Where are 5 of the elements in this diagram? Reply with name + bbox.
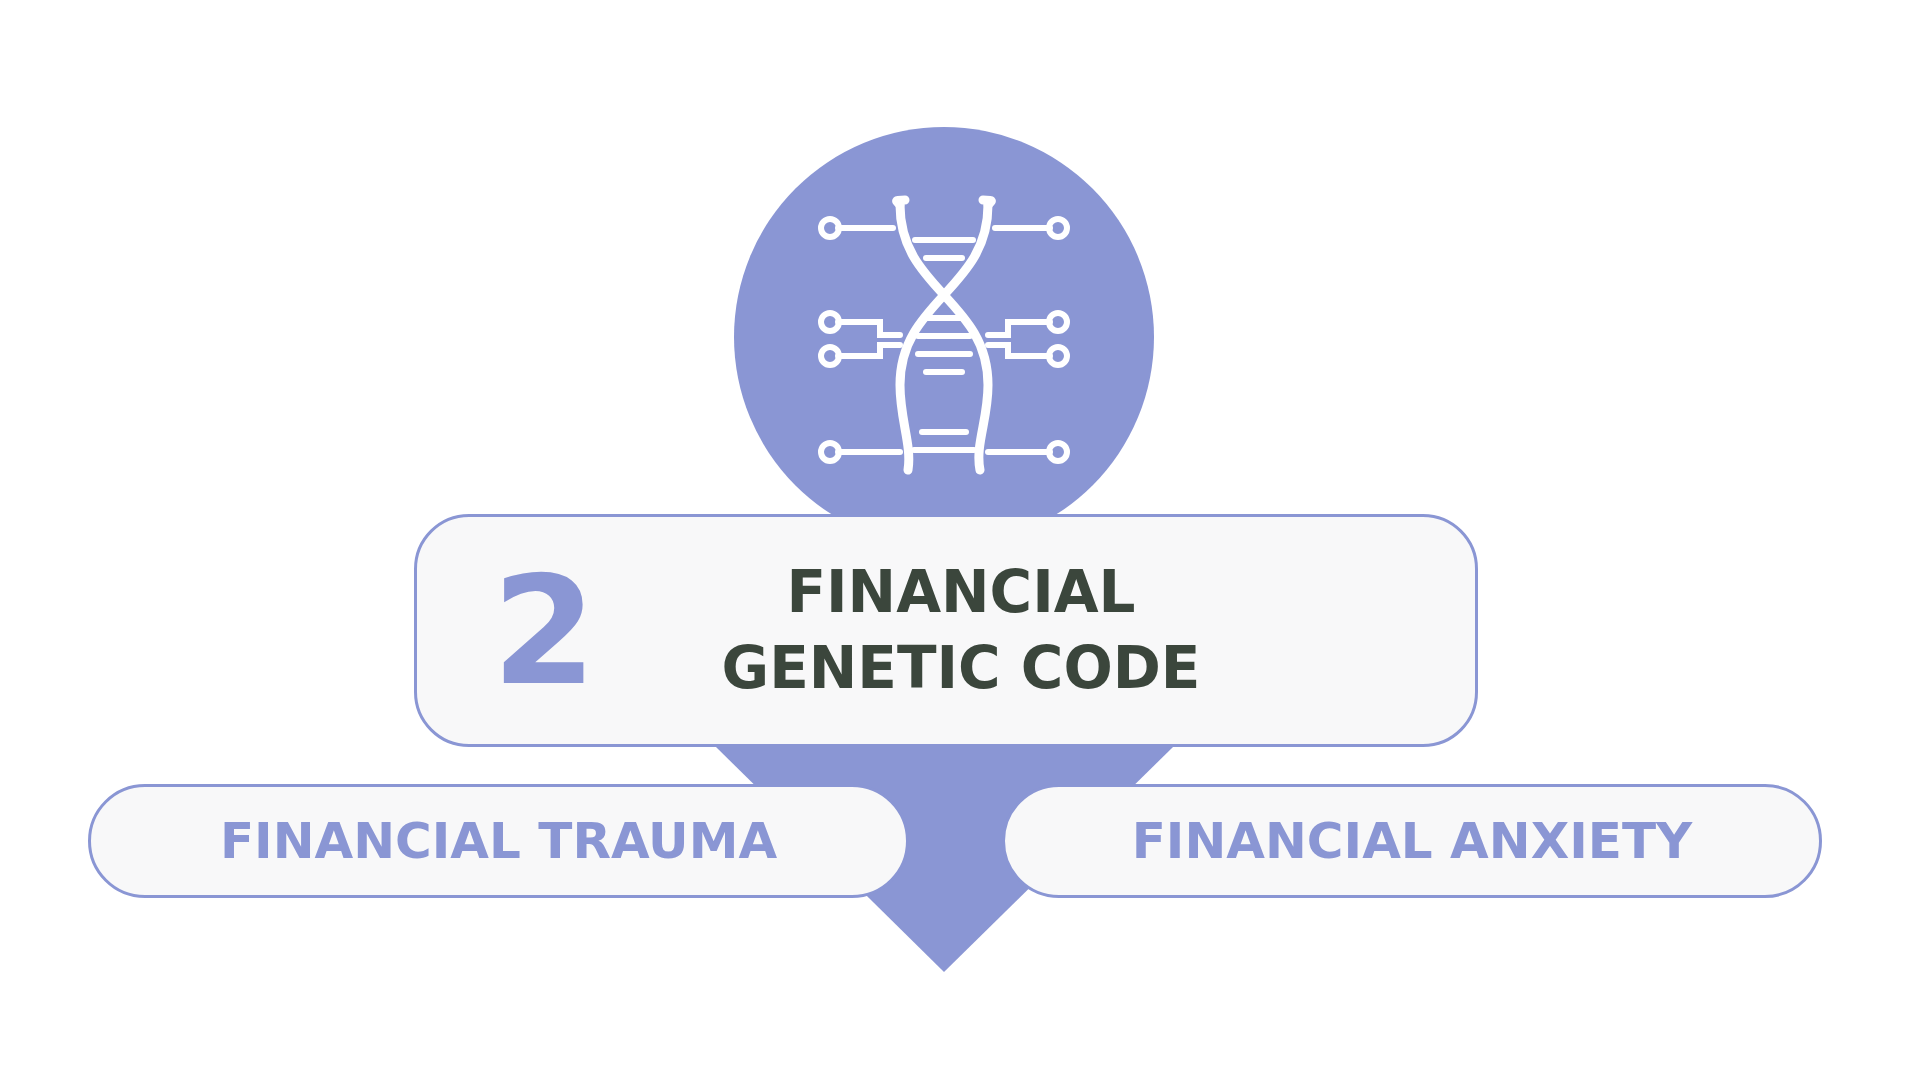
pill-label: FINANCIAL ANXIETY: [1131, 812, 1693, 870]
title-card: [414, 514, 1478, 747]
pill-label: FINANCIAL TRAUMA: [219, 812, 778, 870]
step-number: 2: [492, 542, 597, 720]
card-title: FINANCIAL GENETIC CODE: [721, 557, 1201, 704]
